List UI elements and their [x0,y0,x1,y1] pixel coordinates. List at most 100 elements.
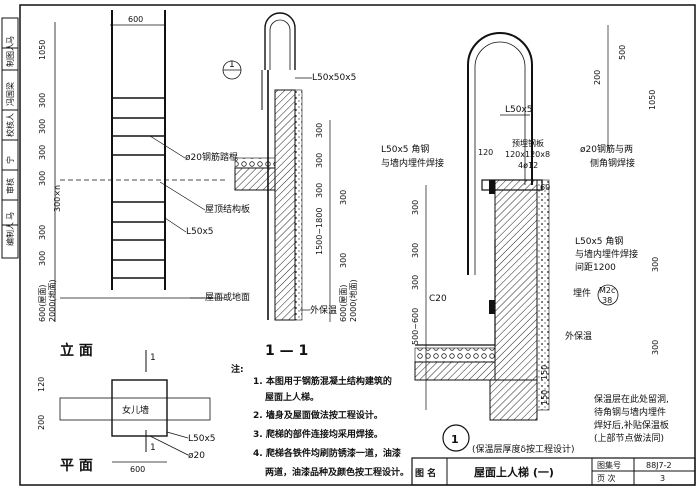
section-view: 1 300 300 300 1500~1800 300 300 600(屋面) … [222,12,358,359]
detail-label-ext: 外保温 [565,330,592,342]
section-callout: 1 [229,60,235,70]
note-line-0: 1. 本图用于钢筋混凝土结构建筑的 [253,375,392,387]
detail-label-angle-r3: 间距1200 [575,261,616,273]
notes-block: 注: 1. 本图用于钢筋混凝土结构建筑的 屋面上人梯。 2. 墙身及屋面做法按工… [231,363,409,478]
elev-label-floor: 屋面或地面 [205,291,250,303]
section-dim-3: 1500~1800 [315,208,324,255]
strip-text-7: 马 [6,36,15,44]
elev-dim-300-d: 300 [38,171,47,186]
detail-label-embed: 埋件 [573,287,591,299]
detail-dim-300-a: 300 [411,200,420,215]
sheet-border [19,4,696,486]
detail-dim-500: 500 [618,45,627,60]
section-title: 1 — 1 [265,343,308,359]
note-line-4: 4. 爬梯各铁件均刷防锈漆一道，油漆 [253,447,401,459]
detail-note-line1: 保温层在此处留洞, [594,393,669,405]
elev-dim-300-e: 300 [38,225,47,240]
title-page-value: 3 [660,474,665,483]
detail-label-angle-r2: 与墙内埋件焊接 [575,248,638,260]
plan-label-parapet: 女儿墙 [122,404,149,416]
elev-dim-base: 600(屋面) [38,284,47,322]
elev-label-angle: L50x5 [186,227,214,237]
detail-dim-300-e: 300 [651,257,660,272]
title-name-label: 图 名 [415,467,436,479]
section-dim-1: 300 [315,153,324,168]
section-dim-base2: 2000(地面) [348,279,358,322]
detail-embed-code2: 38 [602,296,612,305]
plan-label-rod: ø20 [188,451,205,461]
detail-view: 500 200 1050 300 300 300 500~600 300 150… [381,25,669,455]
title-set-label: 图集号 [597,460,621,470]
plan-dim-200: 200 [37,415,46,430]
detail-label-angle-r: L50x5 角钢 [575,235,623,247]
detail-dim-500-600: 500~600 [411,308,420,345]
section-dim-base: 600(屋面) [339,284,348,322]
strip-text-6: 制图人 [5,43,15,67]
section-dim-4: 300 [339,190,348,205]
detail-dim-120: 120 [478,148,493,157]
detail-label-angle-top: L50x5 [505,105,533,115]
elev-dim-300-b: 300 [38,119,47,134]
detail-label-c20: C20 [429,294,447,304]
detail-dim-300-c: 300 [411,275,420,290]
detail-dim-300-d: 300 [651,340,660,355]
detail-note-line4: (上部节点做法同) [594,432,664,444]
notes-head: 注: [231,363,244,375]
strip-text-5: 冯国梁 [6,82,15,106]
elev-dim-300-a: 300 [38,93,47,108]
detail-label-rod2: 侧角钢焊接 [590,157,635,169]
title-block: 图 名 屋面上人梯 (一) 图集号 88J7-2 页 次 3 [411,457,696,486]
detail-label-plate2: 120x120x8 [505,150,550,159]
plan-view: 1 1 女儿墙 L50x5 ø20 120 200 600 平 面 [37,350,216,474]
elev-dim-300-f: 300 [38,251,47,266]
title-name: 屋面上人梯 (一) [474,465,554,479]
elev-label-roof-slab: 屋顶结构板 [205,203,250,215]
elev-title: 立 面 [60,342,93,359]
detail-label-angle-wall: L50x5 角钢 [381,143,429,155]
elev-dim-base2: 2000(地面) [47,279,57,322]
note-line-2: 2. 墙身及屋面做法按工程设计。 [253,409,383,421]
detail-dim-200: 200 [593,70,602,85]
plan-cut-bottom: 1 [150,443,156,453]
note-line-1: 屋面上人梯。 [265,391,319,403]
detail-dim-150-b: 150 [540,390,549,405]
signature-strip: 编制人 马 审核 宁 校核人 冯国梁 制图人 马 [1,17,19,259]
title-page-label: 页 次 [597,473,616,483]
title-set-value: 88J7-2 [646,461,672,470]
elev-dim-300-c: 300 [38,145,47,160]
elev-dim-300n: 300×n [53,185,62,212]
detail-label-plate: 预埋钢板 [512,138,544,148]
elev-label-rung: ø20钢筋踏棍 [185,151,238,163]
detail-label-plate3: 4ø12 [518,161,538,170]
detail-dim-300-b: 300 [411,243,420,258]
detail-label-angle-wall2: 与墙内埋件焊接 [381,157,444,169]
detail-note-line2: 待角钢与墙内埋件 [594,406,666,418]
detail-embed-code1: M2c [599,286,615,295]
strip-text-1: 马 [6,212,15,220]
detail-dim-60: 60 [540,183,550,192]
detail-note-line3: 焊好后,补贴保温板 [594,419,669,431]
note-line-3: 3. 爬梯的部件连接均采用焊接。 [253,428,383,440]
elev-dim-1050: 1050 [38,40,47,60]
plan-cut-top: 1 [150,353,156,363]
detail-dim-150-a: 150 [540,365,549,380]
detail-callout: 1 [451,433,459,446]
strip-text-2: 审核 [5,178,15,194]
strip-text-4: 校核人 [5,113,15,137]
detail-caption: (保温层厚度δ按工程设计) [472,443,575,455]
detail-label-rod: ø20钢筋与两 [580,143,633,155]
detail-dim-1050: 1050 [648,90,657,110]
section-label-angle: L50x50x5 [312,73,356,83]
plan-dim-600: 600 [130,465,145,474]
plan-dim-120: 120 [37,377,46,392]
section-label-insulation: 外保温 [310,304,337,316]
strip-text-3: 宁 [5,156,15,164]
section-dim-2: 300 [315,183,324,198]
elevation-view: 1050 300 300 300 300 300×n 300 300 600(屋… [38,10,250,359]
note-line-5: 两道，油漆品种及颜色按工程设计。 [265,466,409,478]
section-dim-0: 300 [315,123,324,138]
plan-title: 平 面 [60,458,93,474]
elev-dim-600: 600 [128,15,143,24]
